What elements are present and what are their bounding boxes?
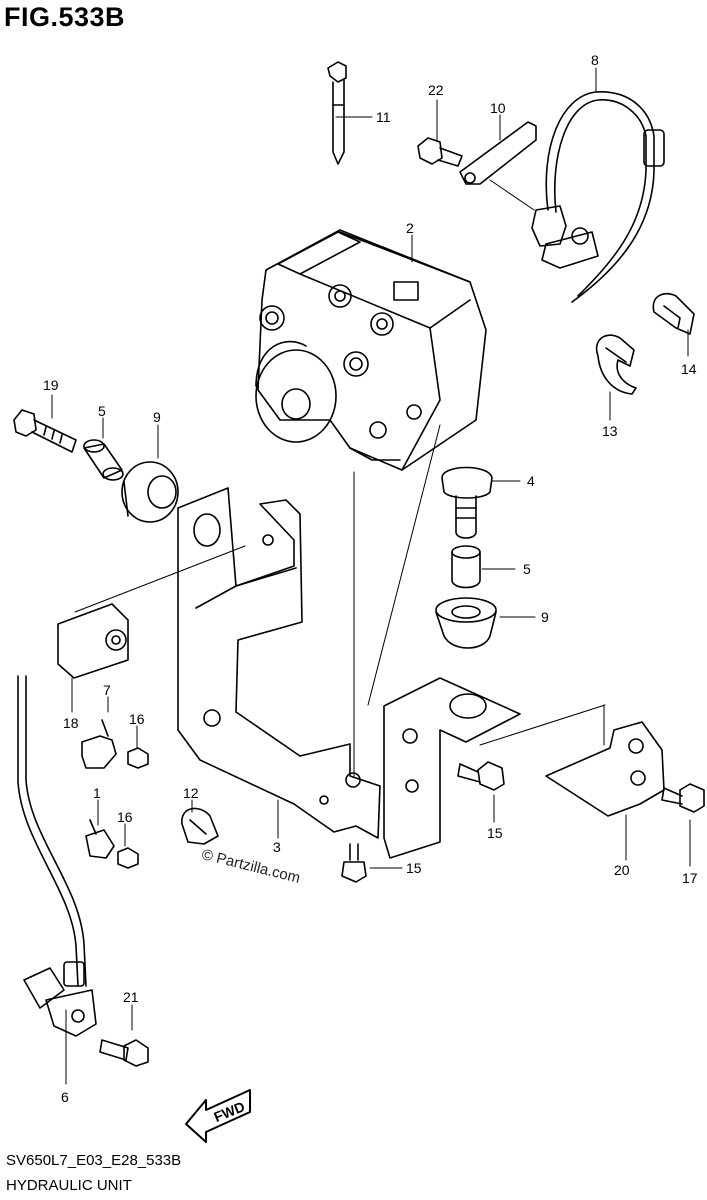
callout-17: 17 <box>682 870 698 886</box>
callout-9-left: 9 <box>153 409 161 425</box>
bolt-part-4 <box>441 466 493 539</box>
bracket-part-18 <box>57 603 129 679</box>
callout-labels: 1 2 3 4 5 5 6 7 8 9 9 10 11 12 13 14 15 … <box>43 52 698 1105</box>
bolt-part-19 <box>13 409 77 453</box>
bolt-part-16-upper <box>127 747 149 769</box>
callout-16-lower: 16 <box>117 809 133 825</box>
copyright-symbol: © <box>199 846 215 866</box>
bolt-part-16-lower <box>117 847 139 869</box>
callout-9-right: 9 <box>541 609 549 625</box>
callout-10: 10 <box>490 100 506 116</box>
grommet-part-9-right <box>435 597 497 649</box>
bolt-part-22 <box>417 137 463 167</box>
callout-22: 22 <box>428 82 444 98</box>
bolt-part-15-upper <box>457 761 505 791</box>
bolt-part-21 <box>99 1039 149 1067</box>
bolt-part-15-lower <box>341 843 367 883</box>
fwd-direction-arrow: FWD <box>185 1089 251 1143</box>
clamp-part-7 <box>81 719 117 769</box>
grommet-part-9-left <box>121 461 179 523</box>
clamp-part-14 <box>652 292 695 335</box>
bracket-part-20 <box>545 721 665 817</box>
callout-2: 2 <box>406 220 414 236</box>
sensor-lead-part-6 <box>17 675 97 1037</box>
callout-14: 14 <box>681 361 697 377</box>
callout-15-lower: 15 <box>406 860 422 876</box>
collar-part-5-right <box>451 545 481 589</box>
callout-16-upper: 16 <box>129 711 145 727</box>
callout-15-upper: 15 <box>487 825 503 841</box>
callout-5-left: 5 <box>98 403 106 419</box>
bracket-part-10 <box>459 121 537 185</box>
figure-code: SV650L7_E03_E28_533B <box>6 1152 182 1169</box>
callout-11: 11 <box>376 109 391 125</box>
callout-7: 7 <box>103 682 111 698</box>
callout-4: 4 <box>527 473 535 489</box>
bolt-part-17 <box>661 783 705 813</box>
leader-lines <box>51 67 691 1085</box>
collar-part-5-left <box>83 439 124 481</box>
right-bracket-under-unit <box>383 677 521 859</box>
callout-19: 19 <box>43 377 59 393</box>
figure-title: FIG.533B <box>4 2 126 32</box>
mounting-bracket-part-3 <box>177 487 381 839</box>
callout-8: 8 <box>591 52 599 68</box>
figure-name: HYDRAULIC UNIT <box>6 1177 132 1194</box>
cable-tie-part-11 <box>327 61 347 165</box>
callout-12: 12 <box>183 785 199 801</box>
callout-6: 6 <box>61 1089 69 1105</box>
callout-1: 1 <box>93 785 101 801</box>
callout-13: 13 <box>602 423 618 439</box>
callout-5-right: 5 <box>523 561 531 577</box>
callout-18: 18 <box>63 715 79 731</box>
callout-21: 21 <box>123 989 139 1005</box>
callout-3: 3 <box>273 839 281 855</box>
callout-20: 20 <box>614 862 630 878</box>
clamp-part-1 <box>85 819 115 859</box>
clamp-part-12 <box>181 807 219 845</box>
hydraulic-unit-part-2 <box>255 229 487 471</box>
clamp-part-13 <box>595 334 637 395</box>
sensor-lead-part-8 <box>531 91 665 303</box>
